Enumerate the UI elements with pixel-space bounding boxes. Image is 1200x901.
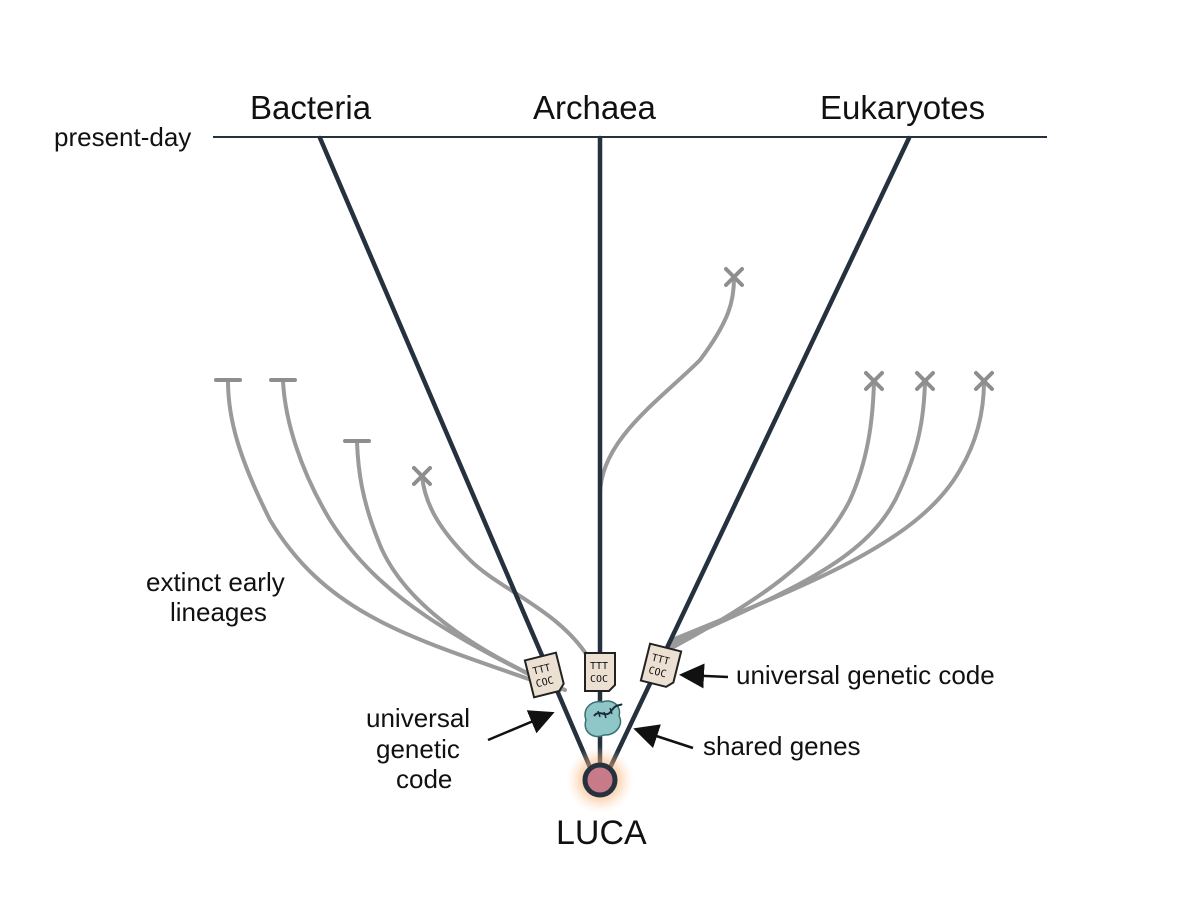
extinct-lineage-5 [666, 379, 876, 652]
right-code-label: universal genetic code [736, 660, 995, 690]
left-code-arrow [487, 710, 555, 742]
domain-label-archaea: Archaea [533, 89, 657, 126]
luca-node [582, 762, 618, 798]
extinct-lineages-label-line1: extinct early [146, 567, 285, 597]
extinct-lineage-4 [420, 474, 592, 662]
extinct-lineage-3 [355, 440, 567, 692]
extinction-x-1 [412, 466, 432, 486]
svg-text:COC: COC [647, 665, 667, 680]
svg-text:COC: COC [535, 675, 555, 690]
left-code-label-line2: genetic [376, 734, 460, 764]
right-code-arrow [679, 663, 729, 689]
extinction-x-3 [864, 371, 884, 391]
genetic-code-card-center: TTT COC [584, 652, 616, 692]
domain-label-bacteria: Bacteria [250, 89, 372, 126]
extinct-lineage-7 [670, 379, 986, 642]
genetic-code-card-right: TTT COC [639, 642, 683, 688]
extinct-lineage-6 [668, 379, 927, 647]
left-code-label-line1: universal [366, 703, 470, 733]
svg-text:TTT: TTT [590, 661, 608, 672]
extinction-x-2 [724, 267, 744, 287]
svg-text:TTT: TTT [650, 653, 670, 668]
genetic-code-card-left: TTT COC [523, 651, 565, 699]
shared-genes-arrow [633, 724, 694, 750]
extinct-lineage-2 [281, 379, 562, 692]
svg-text:TTT: TTT [532, 663, 552, 678]
extinct-lineages-label-line2: lineages [170, 597, 267, 627]
extinct-lineage-archaea-branch [598, 276, 736, 497]
extinction-x-4 [915, 371, 935, 391]
svg-text:COC: COC [590, 674, 608, 685]
left-code-label-line3: code [396, 764, 452, 794]
domain-label-eukaryotes: Eukaryotes [820, 89, 985, 126]
present-day-label: present-day [54, 122, 191, 152]
shared-genes-label: shared genes [703, 731, 861, 761]
extinction-x-5 [974, 371, 994, 391]
luca-label: LUCA [556, 814, 647, 852]
shared-genes-protein-icon [584, 700, 623, 738]
extinct-lineage-1 [226, 379, 562, 692]
